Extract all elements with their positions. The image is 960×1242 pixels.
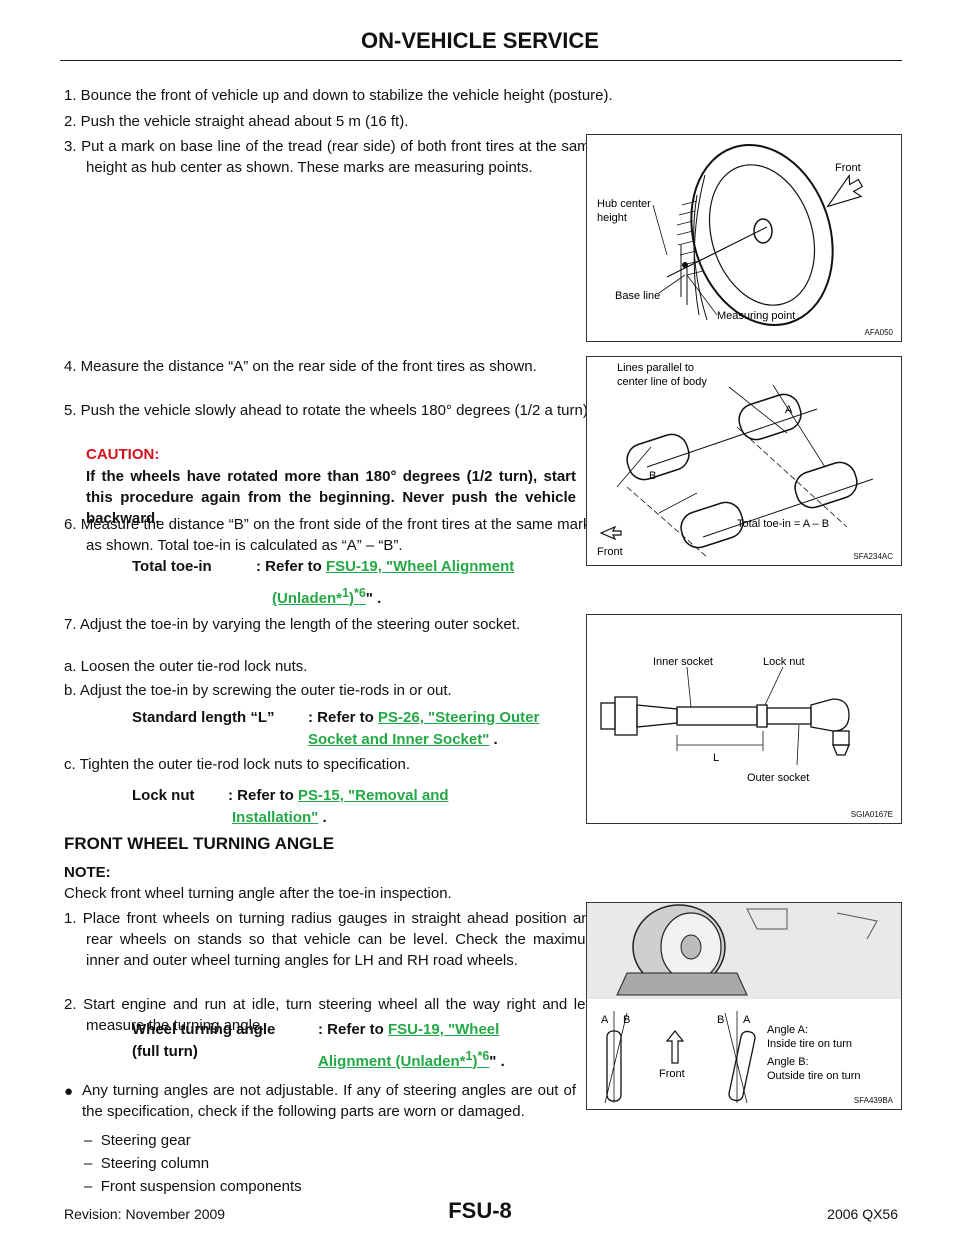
part-item: – Front suspension components (84, 1178, 302, 1195)
link-steering-socket[interactable]: Socket and Inner Socket" (308, 731, 490, 748)
figure-id: SGIA0167E (850, 810, 893, 819)
front-label: Front (835, 162, 861, 174)
figure-tie-rod: Inner socket Lock nut L Outer socket SGI… (586, 614, 902, 824)
hub-label-2: height (597, 212, 627, 224)
turning-angle-diagram: A B B A Front Angle A: Inside tire on tu… (587, 903, 901, 1104)
lines-label-2: center line of body (617, 376, 707, 388)
turn-step-2: 2. Start engine and run at idle, turn st… (64, 996, 598, 1034)
angle-a-right: A (743, 1014, 751, 1026)
spec-label-line2: (full turn) (132, 1043, 198, 1060)
note-text: Check front wheel turning angle after th… (64, 885, 452, 902)
bullet-dot: ● (64, 1083, 74, 1100)
link-ps-15[interactable]: PS-15, "Removal and (298, 787, 449, 804)
spec-label: Standard length “L” (132, 709, 275, 726)
link-fsu-19-turn[interactable]: FSU-19, "Wheel (388, 1021, 500, 1038)
outer-socket-label: Outer socket (747, 772, 809, 784)
figure-id: SFA234AC (853, 552, 893, 561)
distance-a-label: A (785, 404, 793, 416)
caution-heading: CAUTION: (86, 446, 160, 463)
note-heading: NOTE: (64, 864, 111, 881)
spec-value: : Refer to PS-15, "Removal and (228, 787, 449, 804)
inner-socket-label: Inner socket (653, 656, 713, 668)
distance-b-label: B (649, 470, 656, 482)
footer-revision: Revision: November 2009 (64, 1206, 226, 1222)
spec-wheel-turning-angle: Wheel turning angle (full turn) : Refer … (132, 1018, 572, 1072)
part-item: – Steering gear (84, 1132, 191, 1149)
step-2: 2. Push the vehicle straight ahead about… (64, 113, 409, 130)
angle-a-desc: Inside tire on turn (767, 1038, 852, 1050)
figure-id: AFA050 (864, 328, 893, 337)
caution-text: If the wheels have rotated more than 180… (86, 468, 576, 527)
link-unladen[interactable]: (Unladen*1)*6 (272, 586, 366, 607)
footer-model: 2006 QX56 (827, 1206, 898, 1222)
step-3: 3. Put a mark on base line of the tread … (64, 138, 598, 176)
lock-nut-label: Lock nut (763, 656, 805, 668)
angle-b-desc: Outside tire on turn (767, 1070, 861, 1082)
section-heading: FRONT WHEEL TURNING ANGLE (64, 834, 335, 853)
lines-label-1: Lines parallel to (617, 362, 694, 374)
step-a: a. Loosen the outer tie-rod lock nuts. (64, 658, 308, 675)
footer-page-number: FSU-8 (448, 1198, 512, 1223)
spec-value-line2: Socket and Inner Socket" . (308, 731, 498, 748)
figure-tire-measuring-point: Front Hub center height Base line Measur… (586, 134, 902, 342)
total-toe-in-label: Total toe-in = A – B (737, 518, 829, 530)
length-l-label: L (713, 752, 719, 764)
header-rule (60, 60, 902, 61)
spec-value: : Refer to FSU-19, "Wheel Alignment (256, 558, 515, 575)
front-label: Front (597, 546, 623, 558)
angle-b-right: B (717, 1014, 724, 1026)
spec-value-line2: Alignment (Unladen*1)*6" . (318, 1049, 505, 1070)
link-alignment-unladen[interactable]: Alignment (Unladen*1)*6 (318, 1049, 490, 1070)
turn-step-1: 1. Place front wheels on turning radius … (64, 910, 598, 969)
tire-diagram: Front Hub center height Base line Measur… (597, 144, 864, 326)
link-fsu-19[interactable]: FSU-19, "Wheel Alignment (326, 558, 515, 575)
angle-a-title: Angle A: (767, 1024, 808, 1036)
spec-value: : Refer to PS-26, "Steering Outer (308, 709, 540, 726)
spec-lock-nut: Lock nut : Refer to PS-15, "Removal and … (132, 784, 572, 834)
step-6: 6. Measure the distance “B” on the front… (64, 516, 598, 554)
spec-label: Wheel turning angle (132, 1021, 276, 1038)
angle-a-left: A (601, 1014, 609, 1026)
spec-label: Lock nut (132, 787, 195, 804)
tie-rod-diagram: Inner socket Lock nut L Outer socket (600, 656, 850, 784)
figure-turning-angle: A B B A Front Angle A: Inside tire on tu… (586, 902, 902, 1110)
spec-label: Total toe-in (132, 558, 212, 575)
front-label: Front (659, 1068, 685, 1080)
bullet-text: Any turning angles are not adjustable. I… (82, 1082, 576, 1120)
spec-value: : Refer to FSU-19, "Wheel (318, 1021, 500, 1038)
spec-value-line2: (Unladen*1)*6" . (272, 586, 382, 607)
link-removal-installation[interactable]: Installation" (232, 809, 319, 826)
toe-in-diagram: Lines parallel to center line of body A … (597, 362, 874, 558)
step-7: 7. Adjust the toe-in by varying the leng… (64, 616, 521, 633)
angle-b-title: Angle B: (767, 1056, 809, 1068)
link-ps-26[interactable]: PS-26, "Steering Outer (378, 709, 540, 726)
page-title: ON-VEHICLE SERVICE (361, 28, 599, 53)
step-5: 5. Push the vehicle slowly ahead to rota… (64, 402, 592, 419)
part-item: – Steering column (84, 1155, 210, 1172)
measuring-point-label: Measuring point (717, 310, 795, 322)
angle-b-left: B (623, 1014, 630, 1026)
step-1: 1. Bounce the front of vehicle up and do… (64, 87, 613, 104)
step-4: 4. Measure the distance “A” on the rear … (64, 358, 537, 375)
spec-total-toe-in: Total toe-in : Refer to FSU-19, "Wheel A… (132, 555, 572, 607)
hub-label-1: Hub center (597, 198, 651, 210)
step-c: c. Tighten the outer tie-rod lock nuts t… (64, 756, 411, 773)
base-line-label: Base line (615, 290, 660, 302)
spec-value-line2: Installation" . (232, 809, 327, 826)
figure-id: SFA439BA (853, 1096, 893, 1105)
step-b: b. Adjust the toe-in by screwing the out… (64, 682, 452, 699)
spec-standard-length: Standard length “L” : Refer to PS-26, "S… (132, 706, 572, 756)
figure-toe-in: Lines parallel to center line of body A … (586, 356, 902, 566)
